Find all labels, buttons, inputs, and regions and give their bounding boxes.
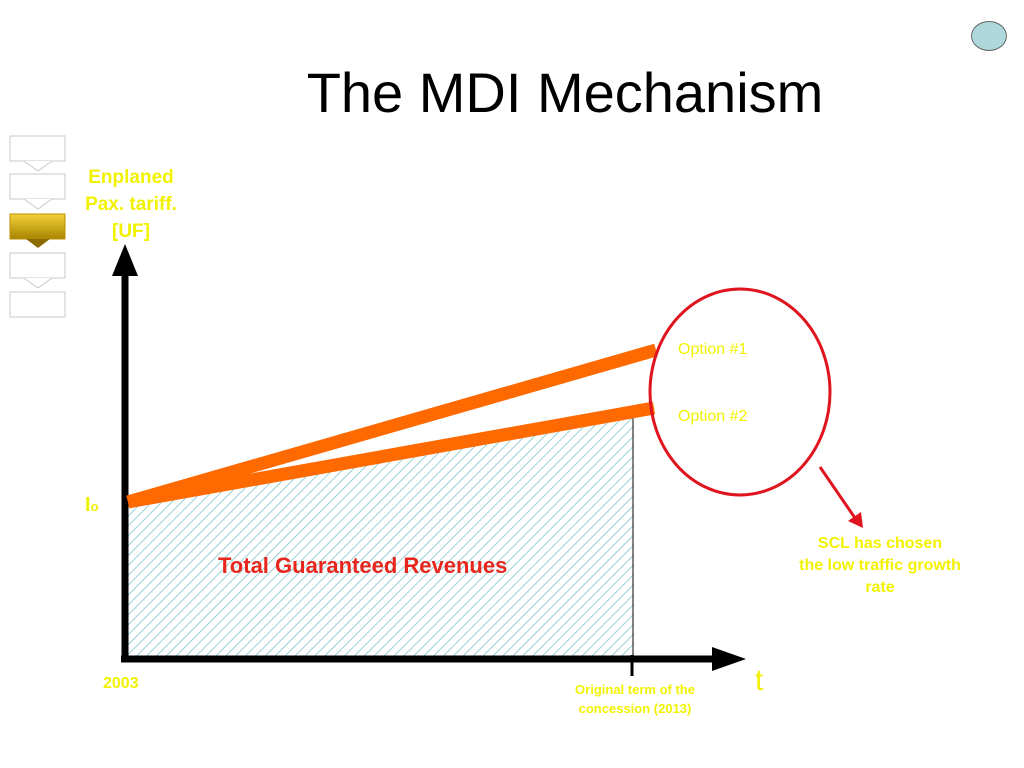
option-1-label: Option #1 [678,341,748,358]
y-axis-label-line-3: [UF] [112,221,150,242]
y-axis-arrow [112,244,138,276]
y-axis-label: Enplaned Pax. tariff. [UF] [66,164,196,245]
area-label: Total Guaranteed Revenues [218,553,508,578]
initial-tariff-subscript: o [90,499,99,514]
nav-step-1[interactable] [9,135,66,172]
option-1-line [126,343,658,509]
x-axis-variable-label: t [755,664,764,697]
pointer-arrow-line [818,466,857,519]
nav-step-4[interactable] [9,252,66,289]
x-axis-arrow [712,647,746,671]
x-axis-end-label: Original term of the concession (2013) [548,680,722,718]
options-highlight-circle [648,287,832,497]
nav-step-2[interactable] [9,173,66,210]
x-axis-end-label-line-1: Original term of the [575,682,695,697]
pointer-arrow-head [848,512,863,528]
initial-tariff-symbol: I [85,494,91,516]
choice-note: SCL has chosen the low traffic growth ra… [760,533,1000,599]
initial-tariff-marker: Io [85,494,99,517]
guaranteed-revenue-area [126,414,634,659]
corner-dot [971,21,1007,51]
x-axis-end-label-line-2: concession (2013) [578,701,692,716]
x-axis-start-label: 2003 [103,675,139,692]
slide-title: The MDI Mechanism [306,61,824,124]
choice-note-line-3: rate [865,579,895,596]
nav-step-3-active[interactable] [9,213,66,248]
choice-note-line-2: the low traffic growth [799,557,961,574]
step-navigation [9,135,66,318]
y-axis-label-line-1: Enplaned [88,167,174,188]
nav-step-5[interactable] [9,291,66,318]
y-axis-label-line-2: Pax. tariff. [85,194,177,215]
option-2-line [126,401,656,509]
choice-note-line-1: SCL has chosen [817,535,943,552]
option-2-label: Option #2 [678,408,748,425]
